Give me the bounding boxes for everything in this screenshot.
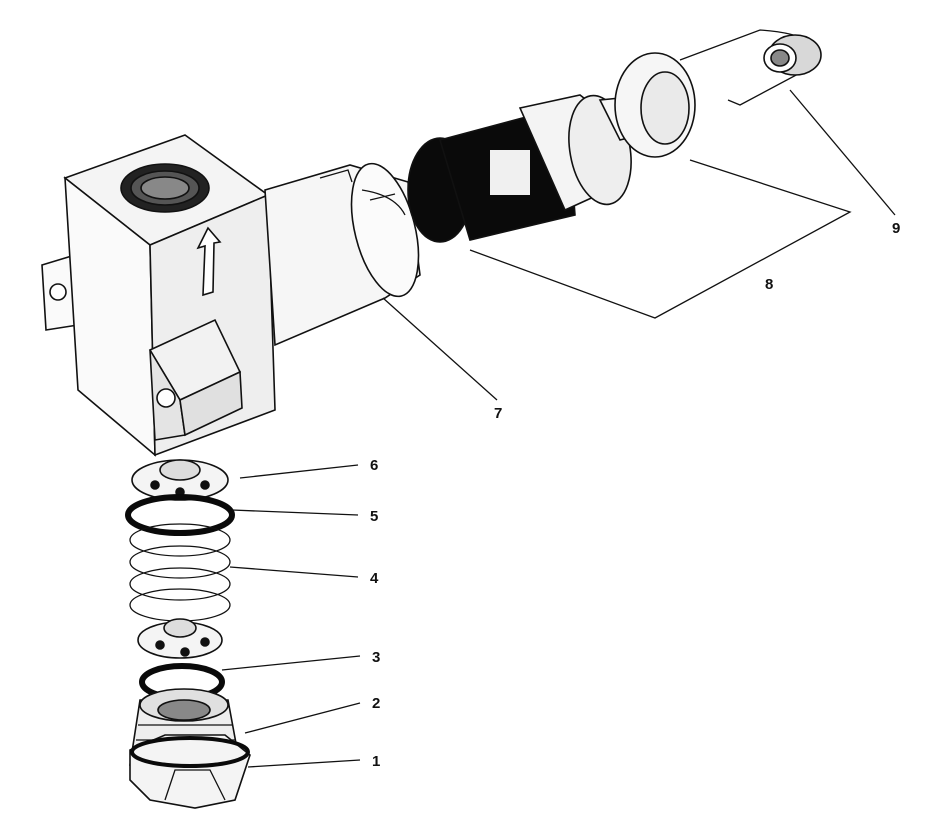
callout-4: 4	[370, 570, 379, 587]
hex-nut-1	[129, 734, 251, 809]
callout-5: 5	[370, 508, 378, 525]
callout-labels: 6 5 4 3 2 1 7 8 9	[370, 220, 900, 770]
callout-8: 8	[765, 276, 773, 293]
callout-7: 7	[494, 405, 502, 422]
upper-seat-6	[131, 459, 229, 501]
callout-2: 2	[372, 695, 380, 712]
o-ring-5	[125, 494, 235, 536]
flow-arrow-icon	[196, 226, 222, 297]
leader-lines	[221, 89, 896, 768]
spring-4	[129, 523, 231, 622]
piston-assembly	[407, 52, 696, 243]
retaining-clip-and-cap	[679, 29, 822, 106]
callout-9: 9	[892, 220, 900, 237]
lower-seat	[137, 618, 223, 659]
callout-1: 1	[372, 753, 380, 770]
callout-3: 3	[372, 649, 380, 666]
cylinder-housing	[264, 162, 421, 347]
valve-body	[41, 134, 276, 457]
callout-6: 6	[370, 457, 378, 474]
